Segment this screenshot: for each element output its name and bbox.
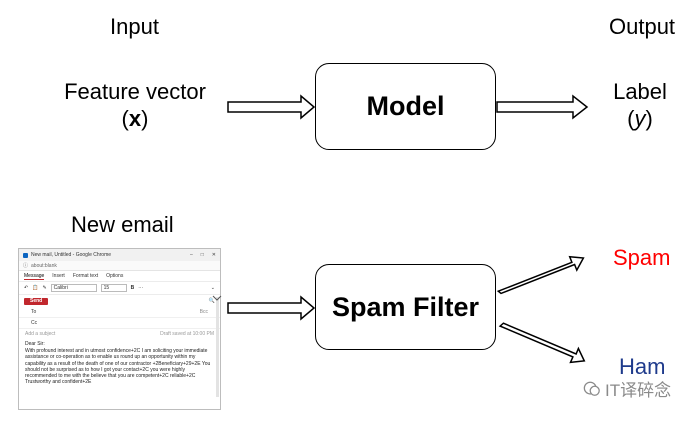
undo-icon[interactable]: ↶ bbox=[24, 285, 29, 291]
filter-to-spam-arrow bbox=[496, 255, 585, 295]
model-label: Model bbox=[366, 91, 445, 121]
info-icon: ⓘ bbox=[23, 263, 29, 269]
to-field[interactable]: To Bcc bbox=[19, 307, 220, 318]
feature-vector-symbol: (x) bbox=[121, 106, 149, 131]
feature-vector-text: Feature vector bbox=[64, 79, 206, 104]
email-greeting: Dear Sir: bbox=[25, 341, 45, 347]
expand-caret-icon bbox=[212, 295, 222, 301]
feature-vector-label: Feature vector (x) bbox=[55, 80, 215, 131]
output-header: Output bbox=[609, 14, 676, 39]
tab-format-text[interactable]: Format text bbox=[72, 273, 99, 279]
window-title: New mail, Untitled - Google Chrome bbox=[31, 252, 112, 258]
x-variable: x bbox=[128, 106, 142, 131]
more-options-icon[interactable]: ··· bbox=[138, 285, 144, 291]
browser-titlebar: New mail, Untitled - Google Chrome – □ ✕ bbox=[19, 249, 220, 261]
email-body[interactable]: Dear Sir: With profound interest and in … bbox=[19, 339, 220, 388]
cc-label: Cc bbox=[31, 320, 38, 326]
y-variable: y bbox=[634, 106, 646, 131]
format-painter-icon[interactable]: ✎ bbox=[42, 285, 47, 291]
maximize-icon[interactable]: □ bbox=[200, 252, 204, 258]
email-to-filter-arrow bbox=[227, 295, 316, 321]
send-button[interactable]: Send bbox=[24, 297, 49, 305]
minimize-icon[interactable]: – bbox=[189, 252, 193, 258]
tab-message[interactable]: Message bbox=[24, 272, 45, 280]
input-header: Input bbox=[110, 14, 159, 39]
chevron-down-icon[interactable]: ⌄ bbox=[210, 285, 215, 291]
mail-menubar: Message Insert Format text Options bbox=[19, 271, 220, 281]
spam-filter-label: Spam Filter bbox=[331, 291, 480, 322]
email-body-text: With profound interest and in utmost con… bbox=[25, 348, 211, 386]
label-output: Label (y) bbox=[600, 80, 680, 131]
model-box: Model bbox=[315, 63, 496, 150]
draft-status: Draft saved at 10:00 PM bbox=[160, 331, 214, 337]
address-text: about:blank bbox=[31, 262, 57, 269]
filter-to-ham-arrow bbox=[498, 322, 586, 364]
bold-button[interactable]: B bbox=[130, 285, 135, 291]
mail-app-icon bbox=[23, 252, 28, 258]
close-icon[interactable]: ✕ bbox=[211, 252, 216, 258]
address-bar[interactable]: ⓘ about:blank bbox=[19, 261, 220, 271]
spam-filter-box: Spam Filter bbox=[315, 264, 496, 350]
send-row: Send 🔍 bbox=[19, 295, 220, 307]
scrollbar[interactable] bbox=[216, 297, 219, 397]
font-size-select[interactable]: 15 bbox=[100, 284, 127, 292]
watermark: IT译碎念 bbox=[583, 376, 671, 401]
model-to-label-arrow bbox=[496, 94, 589, 120]
tab-insert[interactable]: Insert bbox=[52, 273, 65, 279]
new-email-label: New email bbox=[71, 212, 174, 237]
cc-field[interactable]: Cc bbox=[19, 318, 220, 329]
subject-placeholder: Add a subject bbox=[25, 331, 56, 337]
wechat-icon bbox=[583, 381, 600, 396]
clipboard-icon[interactable]: 📋 bbox=[32, 285, 39, 291]
ham-label: Ham bbox=[619, 354, 666, 379]
tab-options[interactable]: Options bbox=[106, 273, 124, 279]
email-screenshot: New mail, Untitled - Google Chrome – □ ✕… bbox=[18, 248, 221, 410]
spam-label: Spam bbox=[613, 245, 671, 270]
input-to-model-arrow bbox=[227, 94, 316, 120]
label-text: Label bbox=[613, 79, 667, 104]
label-symbol: (y) bbox=[627, 106, 653, 131]
watermark-text: IT译碎念 bbox=[605, 381, 672, 400]
mail-toolbar: ↶ 📋 ✎ Calibri 15 B ··· ⌄ bbox=[19, 281, 220, 295]
font-family-select[interactable]: Calibri bbox=[50, 284, 97, 292]
bcc-button[interactable]: Bcc bbox=[199, 309, 208, 315]
to-label: To bbox=[31, 309, 37, 315]
zoom-icon[interactable]: 🔍 bbox=[208, 298, 215, 304]
window-controls: – □ ✕ bbox=[190, 252, 216, 258]
subject-field[interactable]: Add a subject Draft saved at 10:00 PM bbox=[19, 329, 220, 339]
